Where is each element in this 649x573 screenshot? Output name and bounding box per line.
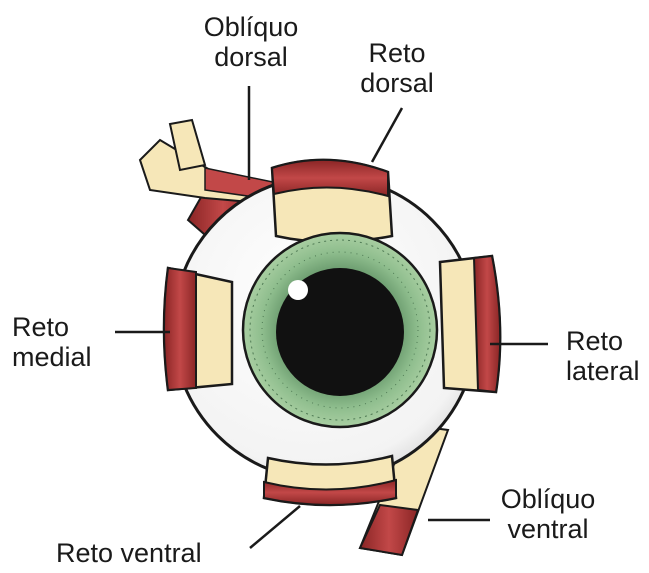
label-reto-ventral-line1: Reto ventral [56,538,236,568]
ventral-rectus-muscle [264,456,396,505]
label-reto-medial-line2: medial [12,342,112,372]
label-obliquo-dorsal-line2: dorsal [196,42,306,72]
medial-rectus-muscle [164,268,232,390]
label-reto-dorsal-line1: Reto [352,38,442,68]
label-reto-ventral: Reto ventral [56,538,236,568]
label-obliquo-dorsal-line1: Oblíquo [196,12,306,42]
label-obliquo-dorsal: Oblíquo dorsal [196,12,306,72]
label-obliquo-ventral-line2: ventral [488,514,608,544]
dorsal-rectus-muscle [272,160,392,242]
label-reto-dorsal: Reto dorsal [352,38,442,98]
label-reto-lateral-line2: lateral [566,356,648,386]
label-reto-lateral: Reto lateral [566,326,648,386]
label-reto-dorsal-line2: dorsal [352,68,442,98]
lateral-rectus-muscle [440,256,500,392]
pupil [276,268,404,396]
label-reto-medial: Reto medial [12,312,112,372]
leader-reto-ventral [250,506,300,548]
label-obliquo-ventral-line1: Oblíquo [488,484,608,514]
leader-reto-dorsal [372,108,402,162]
label-reto-lateral-line1: Reto [566,326,648,356]
label-obliquo-ventral: Oblíquo ventral [488,484,608,544]
label-reto-medial-line1: Reto [12,312,112,342]
